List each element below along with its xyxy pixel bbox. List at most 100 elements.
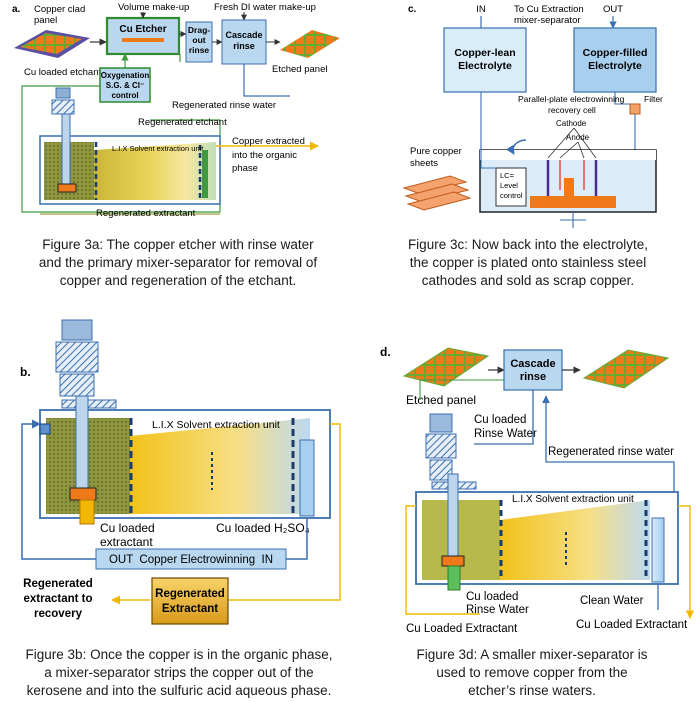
cascade-rinse-d-label-1: Cascade <box>510 358 555 370</box>
copper-clad-panel-label-2: panel <box>34 15 57 26</box>
copper-extracted-label-3: phase <box>232 163 258 174</box>
caption-3d-line-1: Figure 3d: A smaller mixer-separator is <box>416 647 648 662</box>
regenerated-extractant-a-label: Regenerated extractant <box>96 208 196 219</box>
caption-3a-line-2: and the primary mixer-separator for remo… <box>38 255 318 270</box>
level-control-box <box>495 167 527 207</box>
pure-copper-sheets-label-1: Pure copper <box>410 146 462 157</box>
copper-extracted-label-2: into the organic <box>232 150 297 161</box>
cu-etcher-label: Cu Etcher <box>119 24 166 35</box>
cu-loaded-extractant-d-left-label: Cu Loaded Extractant <box>406 623 518 635</box>
impeller-d <box>441 555 465 567</box>
mixer-chamber-d <box>422 500 500 580</box>
caption-3b: Figure 3b: Once the copper is in the org… <box>4 646 354 700</box>
to-cu-extraction-label-1: To Cu Extraction <box>514 4 584 15</box>
lean-return-line <box>480 92 496 169</box>
filter-box <box>629 103 641 115</box>
anode-label: Anode <box>566 133 590 142</box>
oxygenation-label-2: S.G. & Cl⁻ <box>106 81 144 90</box>
etched-panel-d-left <box>402 347 490 387</box>
blue-regenerated-rinse-line <box>243 64 290 97</box>
panel-b: b. L.I.X Solvent extraction unit Cu load… <box>20 319 341 625</box>
recovery-cell-label-1: Parallel-plate electrowinning <box>518 94 625 104</box>
copper-lean-box <box>443 27 527 93</box>
rinse-to-mixer-line <box>474 390 534 445</box>
in-label: IN <box>476 4 486 15</box>
copper-lean-label-1: Copper-lean <box>454 47 515 59</box>
drag-out-label-1: Drag- <box>188 25 210 35</box>
mixer-shaft-b <box>75 395 89 491</box>
oxygenation-label-3: control <box>111 91 138 100</box>
cu-loaded-rinse-top-label-1: Cu loaded <box>474 414 526 426</box>
mixer-gearbox-b <box>55 341 99 373</box>
cu-loaded-rinse-bottom-label-1: Cu loaded <box>466 591 518 603</box>
oxygenation-label-1: Oxygenation <box>101 71 150 80</box>
cu-loaded-extractant-d-right-label: Cu Loaded Extractant <box>576 619 688 631</box>
lix-unit-d-label: L.I.X Solvent extraction unit <box>512 494 634 505</box>
green-loop-etchant <box>21 85 221 213</box>
caption-3c-line-2: the copper is plated onto stainless stee… <box>409 255 647 270</box>
caption-3b-line-1: Figure 3b: Once the copper is in the org… <box>25 647 333 662</box>
copper-sheet-1 <box>402 175 468 195</box>
cascade-rinse-d-label-2: rinse <box>520 371 546 383</box>
panel-b-letter: b. <box>20 365 31 379</box>
pure-copper-sheets-label-2: sheets <box>410 158 438 169</box>
panel-a: a. Copper clad panel Volume make-up Fres… <box>12 2 340 219</box>
drain-line <box>560 212 586 228</box>
cu-loaded-extractant-b-label-1: Cu loaded <box>100 521 155 535</box>
recovery-cell-label-2: recovery cell <box>548 105 596 115</box>
etched-panel-d-right <box>582 349 670 389</box>
regenerated-extractant-box-label-2: Extractant <box>162 603 218 615</box>
mixer-flange-b <box>61 399 117 409</box>
flow-curl-arrow <box>505 139 527 155</box>
copper-filled-label-1: Copper-filled <box>583 47 648 59</box>
lix-unit-a-label: L.I.X Solvent extraction unit <box>112 144 204 153</box>
drag-out-label-3: rinse <box>189 45 210 55</box>
regenerated-rinse-water-a-label: Regenerated rinse water <box>172 100 276 111</box>
cu-loaded-etchant-label: Cu loaded etchant <box>24 67 101 78</box>
cell-center-copper <box>564 178 574 196</box>
mixer-motor-b <box>61 319 93 341</box>
caption-3c: Figure 3c: Now back into the electrolyte… <box>362 236 694 290</box>
copper-sheet-3 <box>406 191 472 211</box>
cascade-rinse-label-1: Cascade <box>225 30 262 40</box>
caption-3d-line-3: etcher’s rinse waters. <box>468 683 596 698</box>
cu-loaded-rinse-bottom-label-2: Rinse Water <box>466 604 529 616</box>
out-label: OUT <box>603 4 623 15</box>
cu-loaded-extractant-b-label-2: extractant <box>100 535 153 549</box>
caption-3c-line-3: cathodes and sold as scrap copper. <box>421 273 635 288</box>
caption-3a-line-1: Figure 3a: The copper etcher with rinse … <box>42 237 314 252</box>
mixer-gearbox-d <box>425 433 457 459</box>
inlet-valve-b <box>39 423 51 435</box>
etched-panel-d-label: Etched panel <box>406 393 476 407</box>
mixer-gearbox-a <box>51 99 75 115</box>
mixer-coupling-b <box>59 373 95 397</box>
cu-loaded-rinse-top-label-2: Rinse Water <box>474 428 537 440</box>
riser-d <box>651 517 665 583</box>
riser-a <box>202 150 208 198</box>
settler-b <box>130 418 310 514</box>
volume-makeup-label: Volume make-up <box>118 2 189 13</box>
impeller-a <box>57 183 77 193</box>
caption-3d-line-2: used to remove copper from the <box>436 665 628 680</box>
yellow-loop-right <box>228 423 341 601</box>
mixer-motor-a <box>55 87 71 99</box>
to-cu-extraction-label-2: mixer-separator <box>514 15 581 26</box>
cascade-rinse-label-2: rinse <box>233 41 255 51</box>
copper-sheet-2 <box>404 183 470 203</box>
regenerated-extractant-box <box>151 577 229 625</box>
level-control-label-2: Level <box>500 181 518 190</box>
green-rinse-d-line <box>419 379 504 400</box>
cell-bottom-copper <box>530 196 616 208</box>
filter-label: Filter <box>644 94 663 104</box>
drag-out-label-2: out <box>192 35 205 45</box>
yellow-extractant-d-right <box>678 505 695 619</box>
panel-d-letter: d. <box>380 345 391 359</box>
caption-3c-line-1: Figure 3c: Now back into the electrolyte… <box>407 237 649 252</box>
cell-headspace <box>480 150 656 160</box>
yellow-extractant-d-left <box>405 505 480 615</box>
etched-panel-a-label: Etched panel <box>272 64 327 75</box>
clean-water-label: Clean Water <box>580 595 644 607</box>
copper-extracted-label-1: Copper extracted <box>232 136 305 147</box>
cathode-label: Cathode <box>556 119 587 128</box>
